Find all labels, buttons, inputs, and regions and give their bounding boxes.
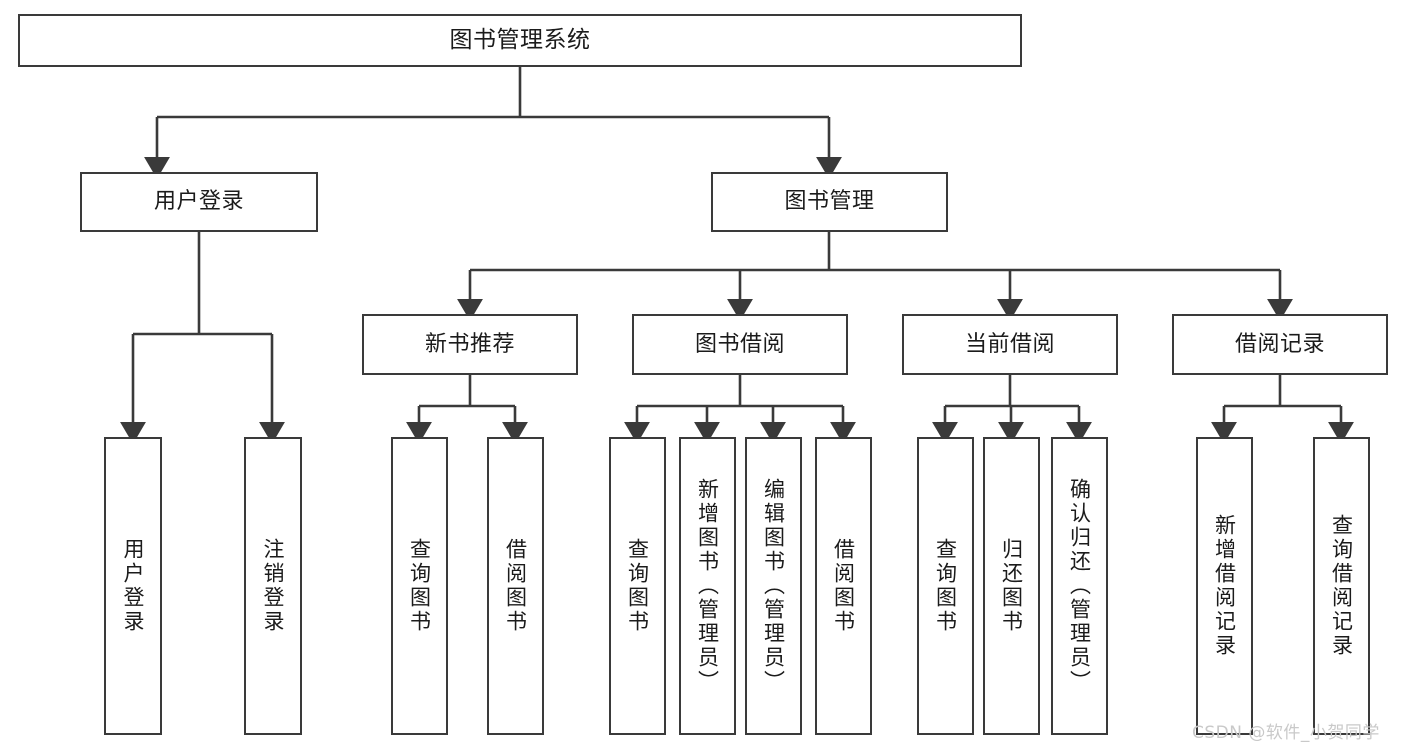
leaf-query-borrow-record[interactable]: 查询借阅记录: [1313, 437, 1370, 735]
node-label: 当前借阅: [964, 331, 1055, 357]
leaf-query-book-1[interactable]: 查询图书: [391, 437, 448, 735]
node-label: 确认归还（管理员）: [1067, 478, 1092, 694]
leaf-confirm-return-admin[interactable]: 确认归还（管理员）: [1051, 437, 1108, 735]
node-book-management[interactable]: 图书管理: [711, 172, 948, 232]
leaf-borrow-book-2[interactable]: 借阅图书: [815, 437, 872, 735]
node-label: 编辑图书（管理员）: [761, 478, 786, 694]
node-label: 新书推荐: [424, 331, 515, 357]
leaf-query-book-2[interactable]: 查询图书: [609, 437, 666, 735]
node-user-login[interactable]: 用户登录: [80, 172, 318, 232]
node-current-borrow[interactable]: 当前借阅: [902, 314, 1118, 375]
leaf-return-book[interactable]: 归还图书: [983, 437, 1040, 735]
node-book-borrow[interactable]: 图书借阅: [632, 314, 848, 375]
leaf-query-book-3[interactable]: 查询图书: [917, 437, 974, 735]
leaf-add-borrow-record[interactable]: 新增借阅记录: [1196, 437, 1253, 735]
node-label: 注销登录: [261, 538, 286, 634]
csdn-watermark: CSDN @软件_小贺同学: [1192, 723, 1380, 743]
leaf-borrow-book-1[interactable]: 借阅图书: [487, 437, 544, 735]
leaf-user-logout[interactable]: 注销登录: [244, 437, 302, 735]
node-label: 借阅图书: [831, 538, 856, 634]
node-label: 借阅图书: [503, 538, 528, 634]
node-label: 归还图书: [999, 538, 1024, 634]
leaf-edit-book-admin[interactable]: 编辑图书（管理员）: [745, 437, 802, 735]
node-label: 图书管理: [784, 189, 875, 215]
node-label: 查询图书: [407, 538, 432, 634]
node-label: 借阅记录: [1234, 331, 1325, 357]
node-label: 图书管理系统: [449, 26, 591, 53]
node-label: 图书借阅: [694, 331, 785, 357]
node-label: 新增借阅记录: [1212, 514, 1237, 658]
node-root-book-management-system[interactable]: 图书管理系统: [18, 14, 1022, 67]
node-borrow-record[interactable]: 借阅记录: [1172, 314, 1388, 375]
node-label: 新增图书（管理员）: [695, 478, 720, 694]
node-label: 查询图书: [933, 538, 958, 634]
node-label: 用户登录: [153, 189, 244, 215]
node-label: 查询图书: [625, 538, 650, 634]
node-label: 用户登录: [121, 538, 146, 634]
leaf-add-book-admin[interactable]: 新增图书（管理员）: [679, 437, 736, 735]
node-new-book-recommend[interactable]: 新书推荐: [362, 314, 578, 375]
node-label: 查询借阅记录: [1329, 514, 1354, 658]
leaf-user-login[interactable]: 用户登录: [104, 437, 162, 735]
